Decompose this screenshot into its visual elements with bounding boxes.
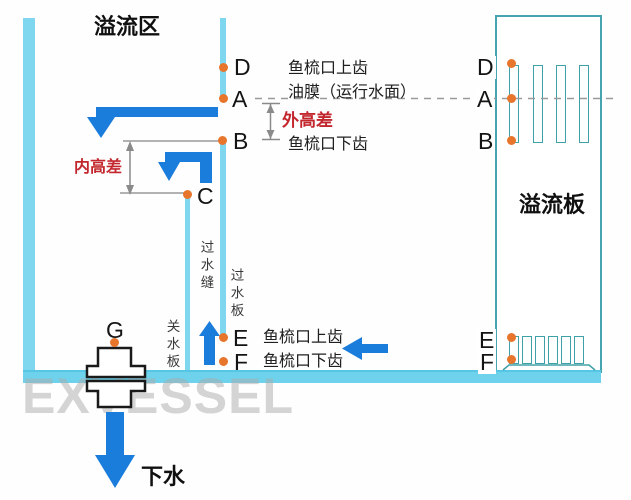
inner-height-dimension-arrow	[126, 141, 134, 195]
point-label-a: A	[232, 86, 248, 112]
level-dot-b	[218, 136, 227, 145]
inner-height-diff-label: 内高差	[74, 159, 123, 176]
water-shutoff-plate-label: 关水板	[164, 319, 180, 372]
panel-label-e: E	[477, 327, 497, 353]
water-gap-label: 过水缝	[198, 240, 214, 293]
comb-slot-bottom	[574, 336, 584, 364]
water-pass-plate-label: 过水板	[228, 268, 244, 321]
panel-label-d: D	[475, 54, 496, 80]
flow-arrow-up-gap	[199, 321, 220, 365]
point-label-d: D	[234, 54, 251, 80]
comb-slot-bottom	[522, 336, 532, 364]
overflow-zone-title: 溢流区	[94, 14, 161, 39]
level-dot-f	[219, 357, 228, 366]
comb-upper-teeth-label: 鱼梳口上齿	[288, 60, 369, 77]
flow-arrow-inner-hook	[158, 152, 212, 183]
comb-slot-top	[509, 65, 519, 143]
level-dot-g	[110, 338, 119, 347]
point-label-f: F	[234, 349, 249, 375]
panel-dot-f	[507, 355, 516, 364]
comb-upper-teeth-bottom-label: 鱼梳口上齿	[263, 329, 344, 346]
outer-height-diff-label: 外高差	[282, 111, 333, 130]
outer-height-dimension-arrow	[262, 102, 280, 141]
tank-bottom-glass	[23, 370, 601, 383]
panel-label-a: A	[475, 86, 495, 112]
oil-film-label: 油膜（运行水面）	[288, 84, 417, 101]
comb-slot-bottom	[561, 336, 571, 364]
flow-arrow-over-comb	[87, 107, 218, 138]
level-dot-a	[219, 94, 228, 103]
panel-dot-a	[507, 94, 516, 103]
water-pass-plate-upper-segment	[220, 18, 226, 99]
panel-dot-b	[507, 136, 516, 145]
water-pass-plate-lower-segment	[220, 140, 226, 337]
comb-slot-bottom	[535, 336, 545, 364]
level-dot-e	[219, 333, 228, 342]
comb-lower-teeth-bottom-label: 鱼梳口下齿	[263, 353, 344, 370]
watermark: EXVESSEL	[22, 368, 294, 424]
comb-lower-teeth-label: 鱼梳口下齿	[288, 136, 369, 153]
point-label-c: C	[197, 183, 214, 209]
panel-label-f: F	[478, 349, 497, 375]
tank-left-wall	[23, 18, 35, 371]
water-shutoff-plate	[185, 195, 190, 371]
point-label-g: G	[106, 317, 124, 343]
comb-slot-top	[533, 65, 543, 143]
drain-label: 下水	[141, 464, 186, 489]
flow-arrow-into-comb	[342, 337, 388, 360]
comb-slot-top	[556, 65, 566, 143]
overflow-plate-title: 溢流板	[519, 192, 586, 217]
point-label-e: E	[233, 325, 249, 351]
comb-slot-top	[579, 65, 589, 143]
point-label-b: B	[233, 128, 249, 154]
comb-slot-bottom	[548, 336, 558, 364]
level-dot-c	[183, 190, 192, 199]
level-dot-d	[219, 63, 228, 72]
panel-dot-e	[507, 333, 516, 342]
panel-dot-d	[507, 59, 516, 68]
panel-label-b: B	[476, 128, 496, 154]
